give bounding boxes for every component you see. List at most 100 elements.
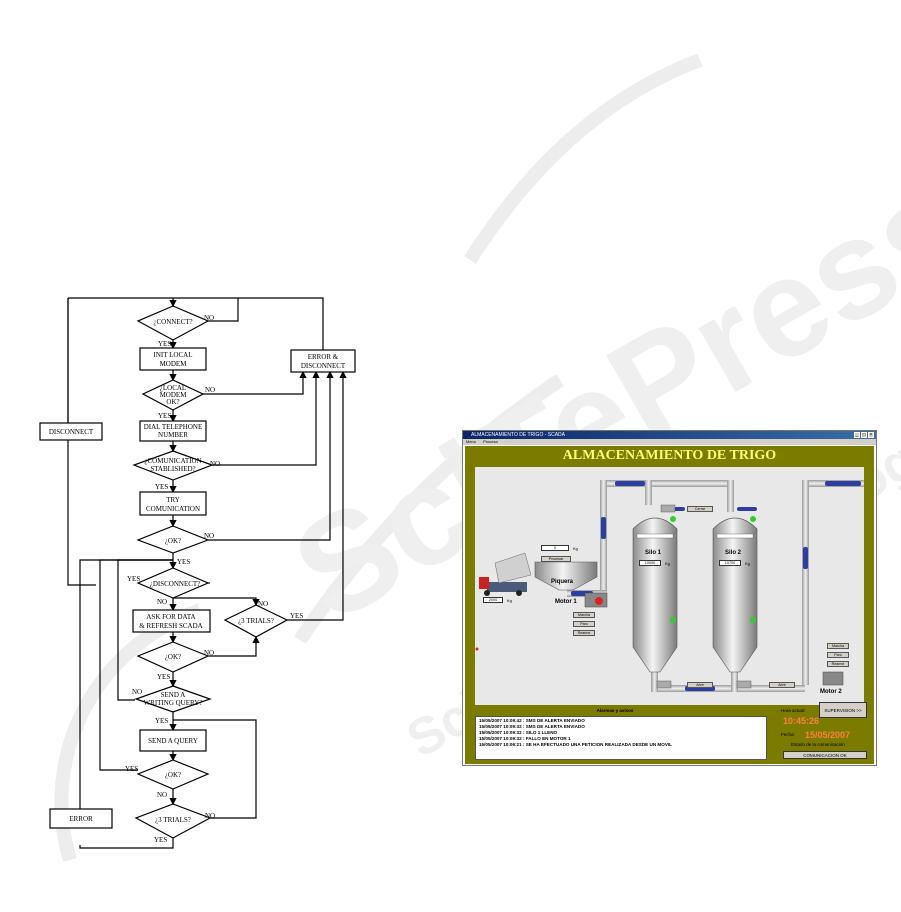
maximize-button[interactable]: □: [861, 432, 867, 438]
motor-2-paro-button[interactable]: Paro: [827, 652, 849, 658]
close-button[interactable]: ×: [868, 432, 874, 438]
dial-text-1: DIAL TELEPHONE: [144, 423, 203, 431]
motor-1-marcha-button[interactable]: Marcha: [573, 612, 595, 618]
ask-data-box: [132, 609, 211, 633]
no-label: NO: [204, 532, 214, 540]
local-modem-text-1: ¿LOCAL: [160, 384, 186, 392]
trials2-text: ¿3 TRIALS?: [155, 816, 191, 824]
pipe-bottom: [655, 685, 805, 692]
ok2-text: ¿OK?: [165, 653, 181, 661]
no-label: NO: [204, 649, 214, 657]
pipe-top: [607, 480, 733, 487]
process-diagram: [475, 480, 864, 692]
no-label: NO: [132, 688, 142, 696]
silo-2-value: 10700: [719, 560, 741, 566]
fecha-label: Fecha:: [781, 732, 795, 737]
scale-unit: Kg: [573, 546, 578, 551]
motor-2-rearme-button[interactable]: Rearme: [827, 661, 849, 667]
yes-label: YES: [155, 483, 168, 491]
try-text-1: TRY: [166, 496, 180, 504]
error-disc-text-2: DISCONNECT: [301, 362, 346, 370]
yes-label: YES: [290, 612, 303, 620]
disconnect-q-text: ¿DISCONNECT?: [150, 580, 201, 588]
send-query-text: SEND A QUERY: [148, 737, 198, 745]
motor-1-label: Motor 1: [555, 599, 577, 605]
motor-1-rearme-button[interactable]: Rearme: [573, 630, 595, 636]
alarm-item: 15/05/2007 10:09:32 : SMS DE ALERTA ENVI…: [479, 724, 585, 729]
yes-label: YES: [158, 412, 171, 420]
menu-item-menu[interactable]: Menu: [466, 439, 477, 444]
init-modem-box: [139, 347, 207, 371]
yes-label: YES: [177, 558, 190, 566]
dial-text-2: NUMBER: [158, 431, 188, 439]
error-box: [49, 808, 113, 829]
error-disconnect-box: [290, 349, 356, 373]
motor-1-icon: [584, 592, 608, 608]
silo-1-value: 10000: [639, 560, 661, 566]
estado-value: COMUNICACION OK: [783, 751, 867, 759]
no-label: NO: [157, 791, 167, 799]
motor-2-label: Motor 2: [820, 689, 842, 695]
no-label: NO: [258, 600, 268, 608]
comm-text-2: STABLISHED?: [150, 465, 195, 473]
silo-1-label: Silo 1: [645, 550, 662, 556]
truck-weight-value: 2000: [483, 597, 503, 603]
alarm-item: 15/05/2007 10:09:32 : FALLO EN MOTOR 1: [479, 736, 571, 741]
minimize-button[interactable]: _: [854, 432, 860, 438]
alarms-list[interactable]: 15/05/2007 10:09:42 : SMS DE ALERTA ENVI…: [475, 716, 767, 760]
valve-silo2-button[interactable]: Abrir: [769, 682, 795, 688]
supervision-button[interactable]: SUPERVISION >>: [819, 702, 867, 718]
truck-weight-unit: Kg: [507, 598, 512, 603]
comm-text-1: ¿COMUNICATION: [144, 457, 201, 465]
valve-silo1-button[interactable]: Abrir: [687, 682, 713, 688]
writing-text-2: WRITING QUERY?: [144, 699, 203, 707]
motor-2-marcha-button[interactable]: Marcha: [827, 643, 849, 649]
ask-text-2: & REFRESH SCADA: [139, 622, 202, 630]
error-disc-text-1: ERROR &: [308, 353, 339, 361]
yes-label: YES: [125, 765, 138, 773]
procesar-button[interactable]: Procesar: [541, 556, 571, 562]
ok3-text: ¿OK?: [165, 771, 181, 779]
yes-label: YES: [157, 673, 170, 681]
ok1-text: ¿OK?: [165, 537, 181, 545]
trials1-text: ¿3 TRIALS?: [238, 617, 274, 625]
scada-main-panel: ALMACENAMIENTO DE TRIGO: [465, 446, 874, 764]
pipe-right-riser: [802, 480, 809, 685]
motor-1-paro-button[interactable]: Paro: [573, 621, 595, 627]
alarms-title: Alarmas y avisos: [596, 708, 634, 713]
valve-top-button[interactable]: Cerrar: [687, 506, 713, 512]
no-label: NO: [157, 598, 167, 606]
hora-label: Hora actual:: [781, 708, 806, 713]
pipe-top-down: [727, 480, 734, 512]
yes-label: YES: [154, 836, 167, 844]
scada-header-title: ALMACENAMIENTO DE TRIGO: [562, 448, 777, 463]
alarm-item: 15/05/2007 10:09:32 : SILO 1 LLENO: [479, 730, 558, 735]
try-text-2: COMUNICATION: [146, 505, 200, 513]
pipe-silo1-out: [651, 662, 658, 692]
hora-value: 10:45:26: [783, 716, 820, 726]
piquera-label: Piquera: [551, 579, 574, 585]
silo-1: [632, 516, 678, 673]
silo-2-label: Silo 2: [725, 550, 742, 556]
silo-2: [712, 516, 758, 673]
menu-bar: Menu Proceso: [463, 439, 876, 445]
menu-item-proceso[interactable]: Proceso: [483, 439, 498, 444]
scada-window: ALMACENAMIENTO DE TRIGO - SCADA _ □ × Me…: [462, 430, 877, 766]
estado-label: Estado de la comunicación: [791, 742, 845, 747]
error-text: ERROR: [69, 815, 93, 823]
process-canvas: Silo 1 10000 Kg Silo 2 10700 Kg 0 Kg Pro…: [475, 467, 864, 705]
no-label: NO: [205, 386, 215, 394]
init-modem-text-1: INIT LOCAL: [154, 351, 193, 359]
motor-2-icon: [822, 671, 844, 686]
yes-label: YES: [127, 575, 140, 583]
yes-label: YES: [158, 340, 171, 348]
silo-2-unit: Kg: [745, 561, 750, 566]
local-modem-text-2: MODEM: [160, 391, 188, 399]
no-label: NO: [205, 812, 215, 820]
pipe-silo2-out: [731, 662, 738, 692]
ask-text-1: ASK FOR DATA: [146, 613, 195, 621]
window-title: ALMACENAMIENTO DE TRIGO - SCADA: [471, 432, 565, 438]
status-panel: Alarmas y avisos 15/05/2007 10:09:42 : S…: [465, 702, 874, 764]
local-modem-text-3: OK?: [166, 398, 179, 406]
